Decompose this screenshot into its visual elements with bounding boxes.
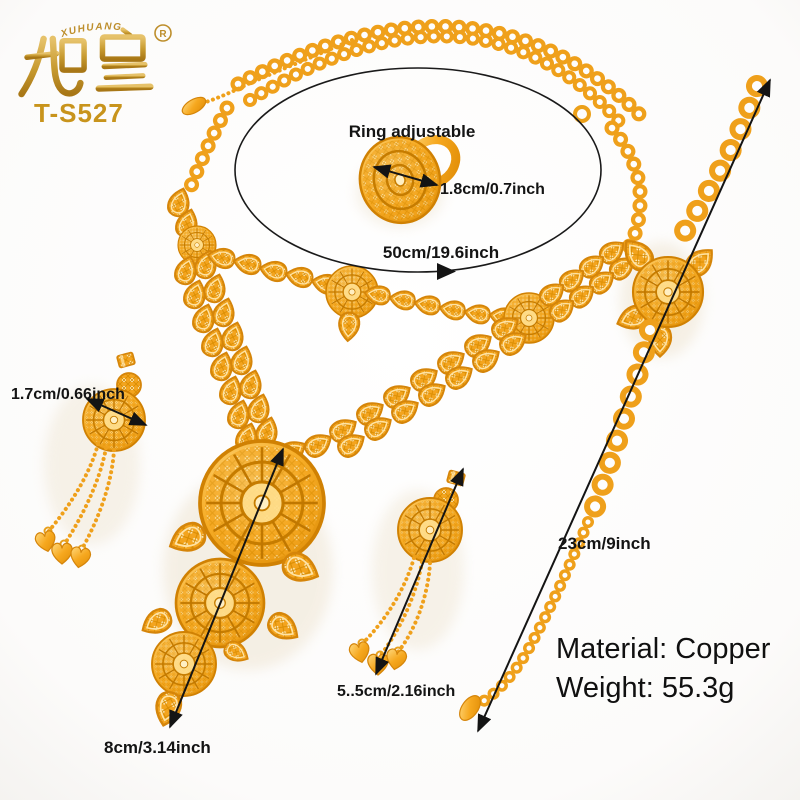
necklace-top-chain <box>230 18 648 135</box>
ring-size-label: 1.8cm/0.7inch <box>440 181 545 198</box>
material-label: Material: Copper <box>556 633 771 665</box>
ellipse-arrowhead-icon <box>437 263 456 280</box>
earring-length-label: 5..5cm/2.16inch <box>337 683 455 700</box>
bracelet-length-arrow-icon <box>477 78 771 733</box>
logo-characters-art <box>18 27 154 98</box>
left-earring-size-arrow-icon <box>85 398 148 426</box>
left-earring <box>33 351 146 570</box>
weight-label: Weight: 55.3g <box>556 672 734 704</box>
left-earring-chains <box>33 442 116 570</box>
left-earring-size-label: 1.7cm/0.66inch <box>11 386 125 403</box>
necklace-length-label: 50cm/19.6inch <box>383 243 499 262</box>
bracelet-length-label: 23cm/9inch <box>558 534 651 553</box>
earring-length-arrow-icon <box>375 467 464 676</box>
annotations: Ring adjustable 1.8cm/0.7inch 50cm/19.6i… <box>11 67 771 757</box>
pendant-length-arrow-icon <box>169 447 284 729</box>
ring-adjustable-label: Ring adjustable <box>349 122 476 141</box>
registered-mark-text: R <box>159 29 167 40</box>
model-number-text: T-S527 <box>34 98 124 128</box>
registered-mark: R <box>154 24 172 42</box>
pendant-length-label: 8cm/3.14inch <box>104 738 211 757</box>
brand-logo: XUHUANG R T-S527 <box>18 21 172 128</box>
necklace-tag <box>181 96 207 116</box>
ring-size-arrow-icon <box>372 164 439 188</box>
